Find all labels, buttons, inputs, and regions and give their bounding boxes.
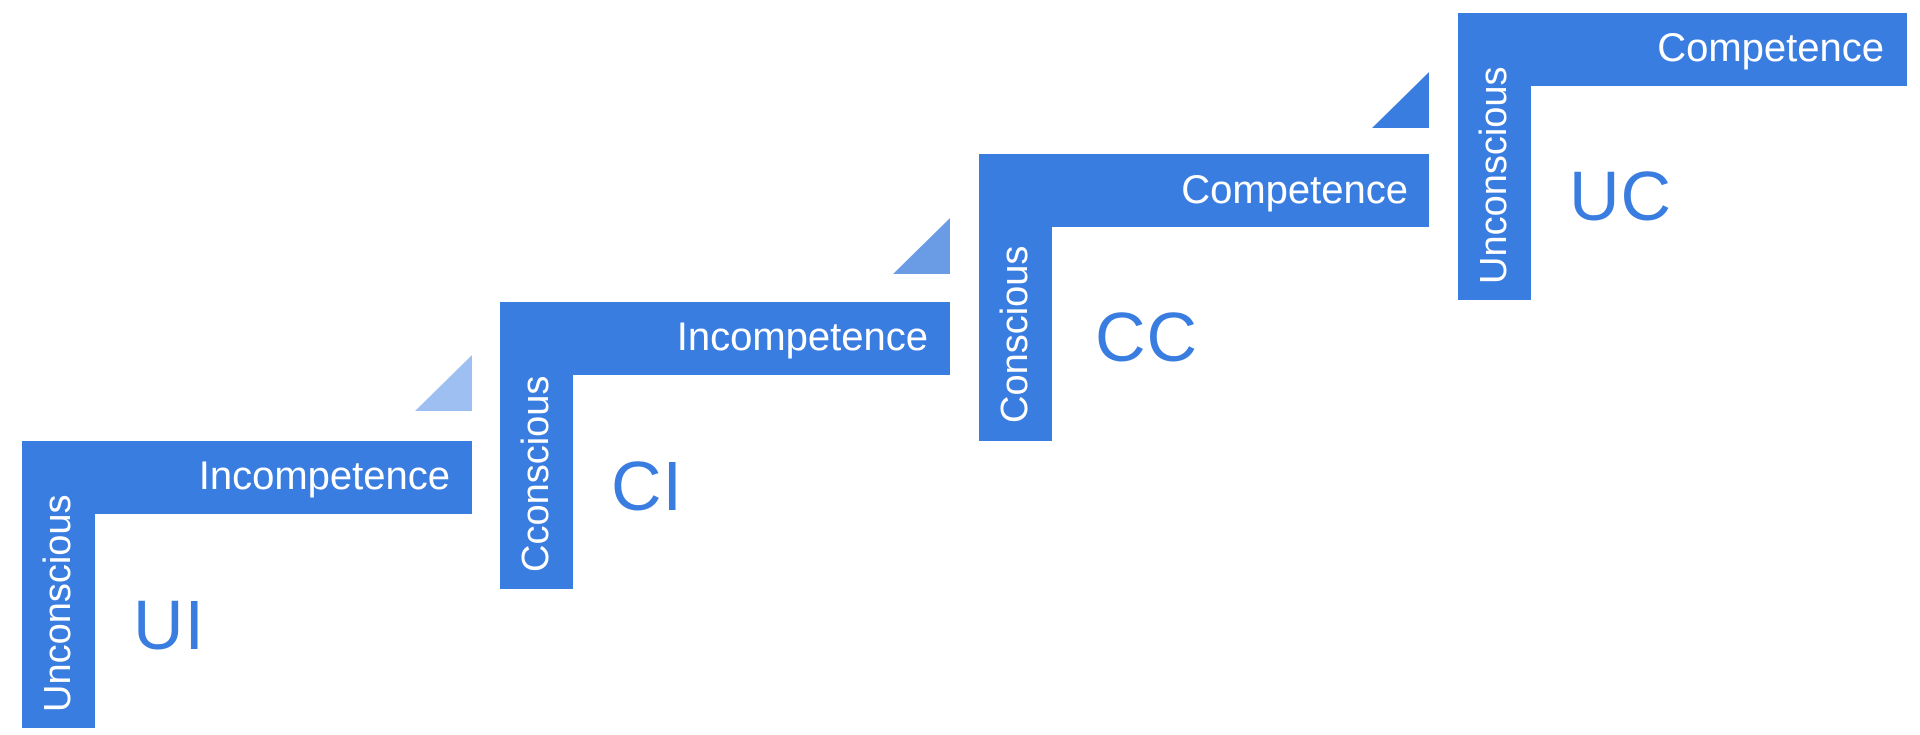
stage-abbreviation: CI (611, 447, 683, 525)
stage-horizontal-bar (500, 302, 950, 375)
step-triangle (415, 355, 472, 411)
stage-vertical-label: Unconscious (37, 494, 79, 712)
step-triangle (1372, 72, 1429, 128)
stage-abbreviation: UI (133, 586, 205, 664)
stage-horizontal-bar (1458, 13, 1907, 86)
step-triangle (893, 218, 950, 274)
stage-horizontal-label: Competence (1657, 26, 1884, 70)
stage-horizontal-bar (22, 441, 472, 514)
stage-vertical-label: Conscious (994, 245, 1036, 423)
stage-vertical-label: Unconscious (1473, 66, 1515, 284)
stage-horizontal-label: Incompetence (676, 315, 928, 359)
stage-horizontal-label: Incompetence (198, 454, 450, 498)
stage-horizontal-label: Competence (1181, 168, 1408, 212)
stage-abbreviation: UC (1569, 157, 1673, 235)
stage-abbreviation: CC (1095, 298, 1199, 376)
stage-vertical-label: Cconscious (515, 375, 557, 572)
stage-horizontal-bar (979, 154, 1429, 227)
